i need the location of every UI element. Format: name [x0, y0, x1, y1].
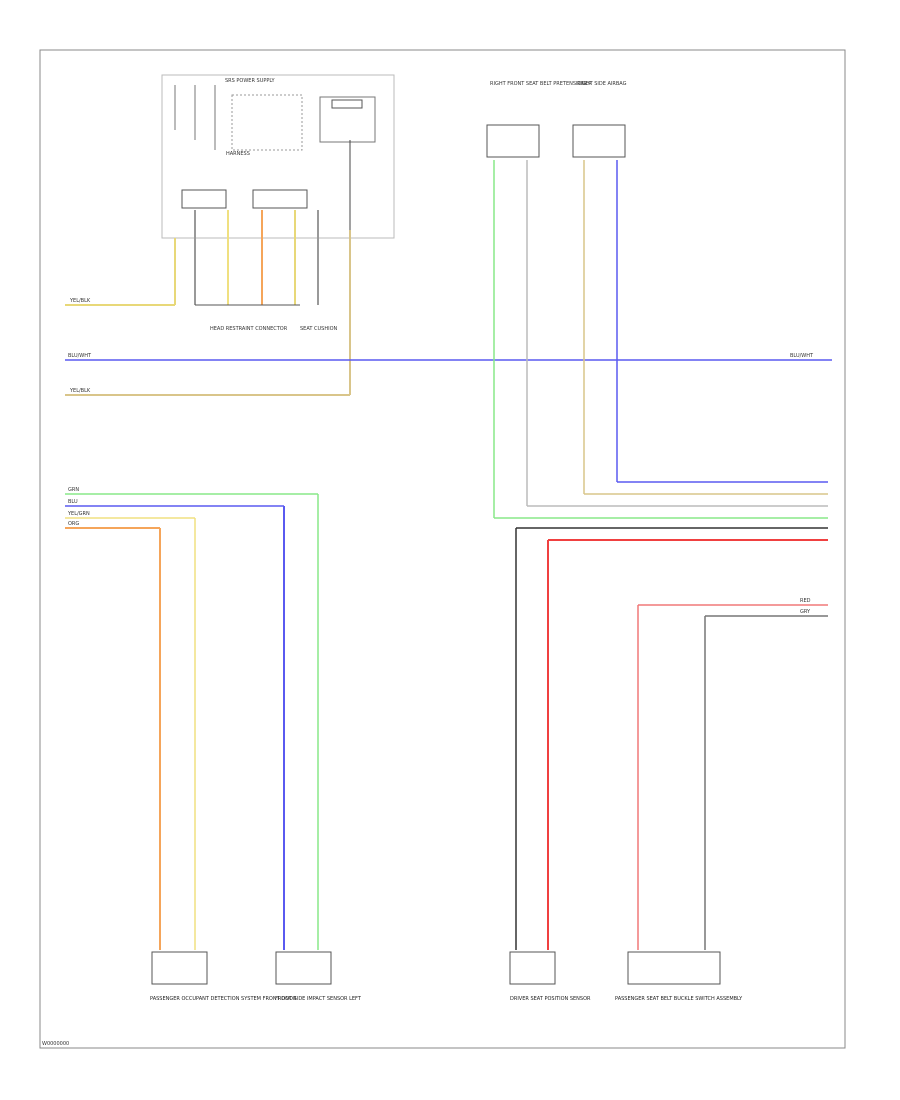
wire-label-blu-wht: BLU/WHT: [68, 353, 92, 359]
footer-code: W0000000: [42, 1041, 69, 1047]
wire-label-gry: GRY: [800, 609, 811, 615]
bottom-label-4: PASSENGER SEAT BELT BUCKLE SWITCH ASSEMB…: [615, 996, 743, 1002]
bottom-label-1: PASSENGER OCCUPANT DETECTION SYSTEM FRON…: [150, 996, 297, 1002]
bottom-label-2: FRONT SIDE IMPACT SENSOR LEFT: [275, 996, 362, 1002]
module-wires: HEAD RESTRAINT CONNECTOR SEAT CUSHION: [174, 210, 351, 395]
module-label: HARNESS: [226, 151, 250, 157]
wire-label-yel-blk: YEL/BLK: [69, 298, 91, 304]
top-center-connectors: RIGHT FRONT SEAT BELT PRETENSIONER RIGHT…: [486, 81, 627, 518]
wire-label-red: RED: [800, 598, 811, 604]
seat-cushion-label: SEAT CUSHION: [300, 326, 338, 332]
wire-label-yel-grn: YEL/GRN: [67, 511, 90, 517]
module-title: SRS POWER SUPPLY: [225, 78, 276, 84]
wire-label-tan: YEL/BLK: [69, 388, 91, 394]
srs-module: SRS POWER SUPPLY HARNESS: [161, 74, 395, 239]
wire-label-blu: BLU: [68, 499, 78, 505]
top-center-label-2: RIGHT SIDE AIRBAG: [577, 81, 627, 87]
top-center-label-1: RIGHT FRONT SEAT BELT PRETENSIONER: [490, 81, 592, 87]
wire-label-grn: GRN: [68, 487, 79, 493]
left-wires: YEL/BLK BLU/WHT BLU/WHT YEL/BLK: [65, 298, 832, 396]
bottom-label-3: DRIVER SEAT POSITION SENSOR: [510, 996, 591, 1002]
seat-connector-label: HEAD RESTRAINT CONNECTOR: [210, 326, 288, 332]
wire-label-blu-wht-right: BLU/WHT: [790, 353, 814, 359]
left-bundle: GRN BLU YEL/GRN ORG: [65, 487, 319, 950]
bottom-right-wires: RED GRY: [515, 528, 828, 950]
bottom-components: PASSENGER OCCUPANT DETECTION SYSTEM FRON…: [150, 951, 743, 1002]
right-bus: [494, 481, 828, 541]
wire-label-org: ORG: [68, 521, 79, 527]
diagram-frame: [39, 49, 846, 1049]
